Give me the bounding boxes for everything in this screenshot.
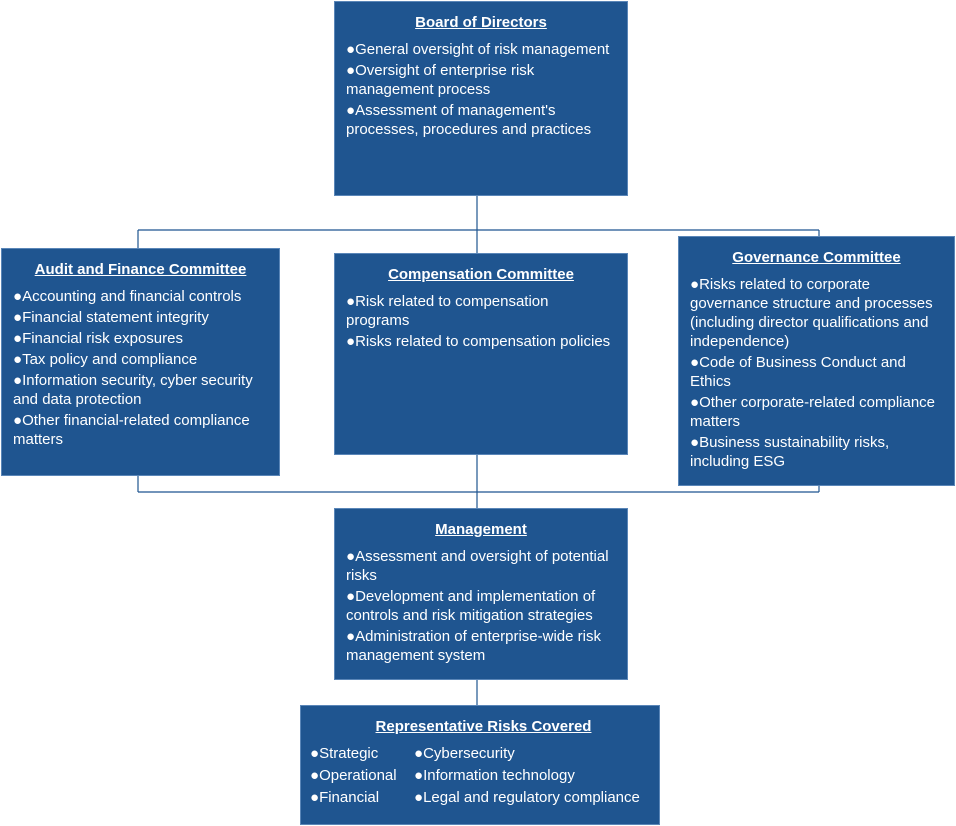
list-item: Assessment and oversight of potential ri…	[346, 547, 616, 585]
list-item: General oversight of risk management	[346, 40, 616, 59]
list-item: Code of Business Conduct and Ethics	[690, 353, 943, 391]
compensation-responsibilities: Risk related to compensation programs Ri…	[346, 292, 616, 351]
risks-left-column: Strategic Operational Financial	[310, 744, 414, 810]
audit-title: Audit and Finance Committee	[34, 261, 247, 278]
list-item: Risks related to corporate governance st…	[690, 275, 943, 351]
representative-risks-box: Representative Risks Covered Strategic O…	[300, 705, 660, 825]
list-item: Legal and regulatory compliance	[414, 788, 640, 807]
list-item: Assessment of management's processes, pr…	[346, 101, 616, 139]
governance-title: Governance Committee	[732, 249, 901, 266]
board-title: Board of Directors	[415, 14, 547, 31]
governance-committee-box: Governance Committee Risks related to co…	[678, 236, 955, 486]
audit-responsibilities: Accounting and financial controls Financ…	[13, 287, 268, 449]
management-responsibilities: Assessment and oversight of potential ri…	[346, 547, 616, 665]
list-item: Financial statement integrity	[13, 308, 268, 327]
compensation-committee-box: Compensation Committee Risk related to c…	[334, 253, 628, 455]
risks-title: Representative Risks Covered	[375, 718, 592, 735]
compensation-title: Compensation Committee	[388, 266, 574, 283]
governance-responsibilities: Risks related to corporate governance st…	[690, 275, 943, 471]
list-item: Information technology	[414, 766, 640, 785]
list-item: Accounting and financial controls	[13, 287, 268, 306]
list-item: Oversight of enterprise risk management …	[346, 61, 616, 99]
list-item: Financial risk exposures	[13, 329, 268, 348]
list-item: Cybersecurity	[414, 744, 640, 763]
list-item: Operational	[310, 766, 414, 785]
list-item: Other financial-related compliance matte…	[13, 411, 268, 449]
board-responsibilities: General oversight of risk management Ove…	[346, 40, 616, 139]
list-item: Strategic	[310, 744, 414, 763]
list-item: Risk related to compensation programs	[346, 292, 616, 330]
risks-columns: Strategic Operational Financial Cybersec…	[310, 744, 657, 810]
audit-finance-committee-box: Audit and Finance Committee Accounting a…	[1, 248, 280, 476]
list-item: Information security, cyber security and…	[13, 371, 268, 409]
management-title: Management	[435, 521, 527, 538]
management-box: Management Assessment and oversight of p…	[334, 508, 628, 680]
list-item: Administration of enterprise-wide risk m…	[346, 627, 616, 665]
list-item: Other corporate-related compliance matte…	[690, 393, 943, 431]
list-item: Risks related to compensation policies	[346, 332, 616, 351]
list-item: Tax policy and compliance	[13, 350, 268, 369]
list-item: Business sustainability risks, including…	[690, 433, 943, 471]
list-item: Financial	[310, 788, 414, 807]
risks-right-column: Cybersecurity Information technology Leg…	[414, 744, 640, 810]
list-item: Development and implementation of contro…	[346, 587, 616, 625]
board-of-directors-box: Board of Directors General oversight of …	[334, 1, 628, 196]
